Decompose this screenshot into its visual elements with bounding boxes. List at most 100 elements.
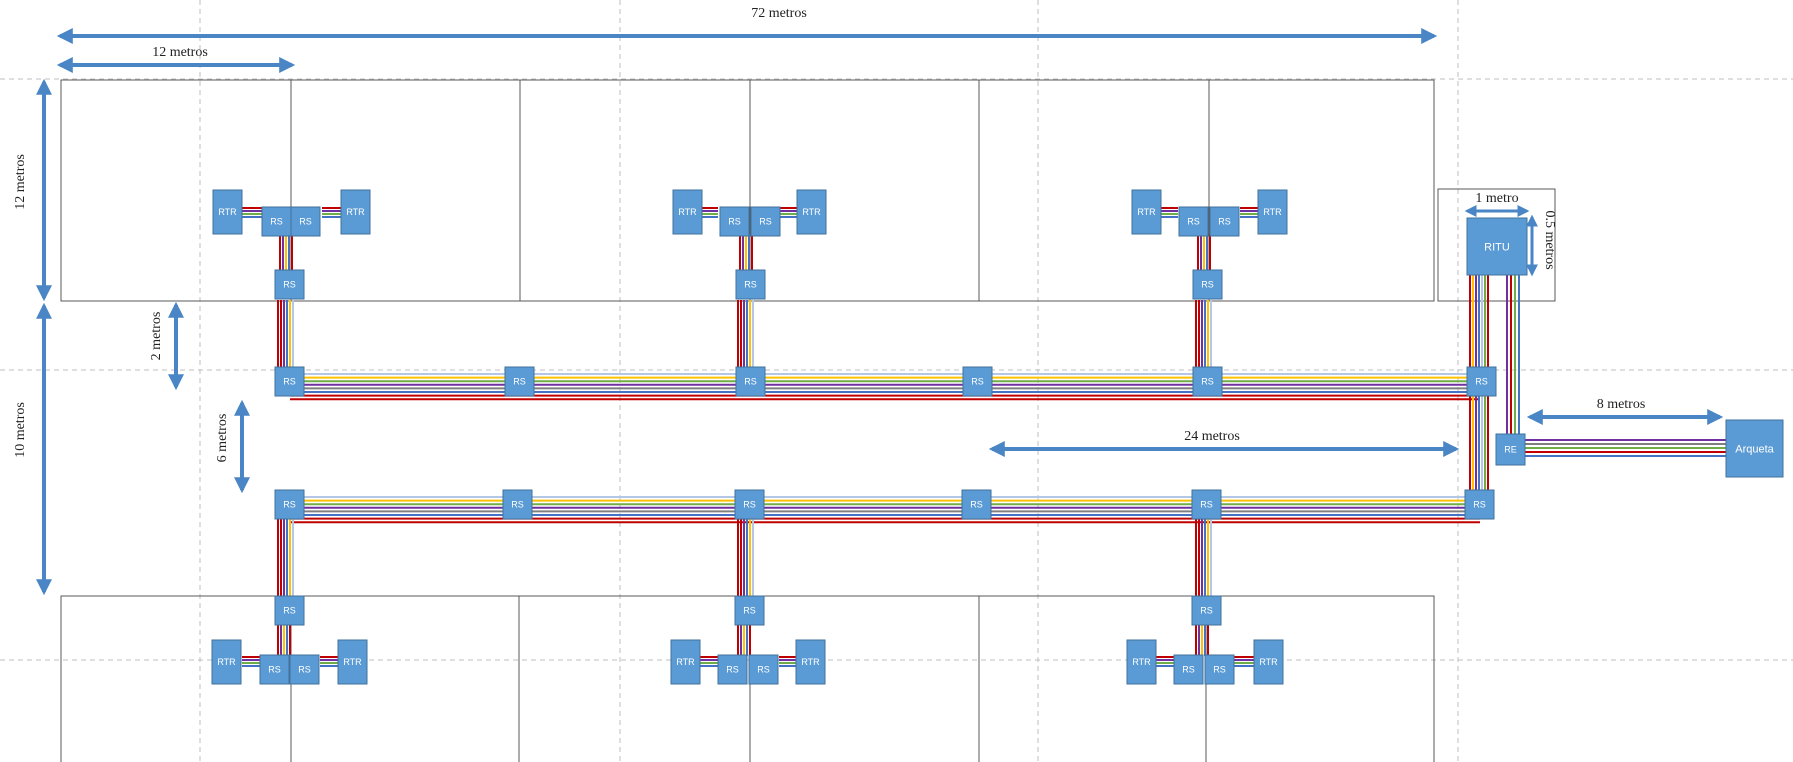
rs-box: RS xyxy=(1191,489,1222,520)
arqueta-box: Arqueta xyxy=(1725,419,1784,478)
rtr-box: RTR xyxy=(670,639,701,685)
rs-box: RS xyxy=(1178,206,1209,237)
rs-box-label: RS xyxy=(283,500,296,510)
dim-corridor-depth-label: 10 metros xyxy=(13,402,28,458)
rtr-box-label: RTR xyxy=(801,657,820,667)
rtr-box-label: RTR xyxy=(217,657,236,667)
dim-room-depth-label: 12 metros xyxy=(13,154,28,210)
rs-box: RS xyxy=(1209,206,1240,237)
dim-bus-separation-label: 6 metros xyxy=(215,414,230,463)
rs-box: RS xyxy=(274,595,305,626)
dim-total-width-label: 72 metros xyxy=(751,6,807,21)
rtr-box-label: RTR xyxy=(1259,657,1278,667)
rtr-box-label: RTR xyxy=(676,657,695,667)
rs-box: RS xyxy=(1464,489,1495,520)
rs-box: RS xyxy=(1192,366,1223,397)
dim-total-width: 72 metros xyxy=(56,6,1438,44)
rs-box-label: RS xyxy=(1200,606,1213,616)
rs-box-label: RS xyxy=(743,606,756,616)
rs-box-label: RS xyxy=(744,377,757,387)
rs-box-label: RS xyxy=(283,280,296,290)
ritu-box: RITU xyxy=(1466,217,1528,276)
cable-bundles xyxy=(242,207,1726,667)
rtr-box: RTR xyxy=(1257,189,1288,235)
rs-box: RS xyxy=(734,489,765,520)
rs-box-label: RS xyxy=(1200,500,1213,510)
equipment-boxes: RTR RTR RTR RTR RTR RTR RS RS RS RS RS RS RS RS RS RS RS… xyxy=(211,189,1784,685)
dim-bus-separation: 6 metros xyxy=(215,399,250,494)
rtr-box-label: RTR xyxy=(1137,207,1156,217)
dim-room-depth: 12 metros xyxy=(13,78,52,302)
dim-ritu-width-label: 1 metro xyxy=(1475,191,1518,206)
rs-box: RS xyxy=(261,206,292,237)
rs-box-label: RS xyxy=(270,217,283,227)
rs-box-label: RS xyxy=(759,217,772,227)
rs-box-label: RS xyxy=(299,217,312,227)
upper-floor-outline xyxy=(60,79,1435,302)
rs-box-label: RS xyxy=(1201,280,1214,290)
dim-re-to-arqueta: 8 metros xyxy=(1526,397,1724,425)
rs-box: RS xyxy=(1204,654,1235,685)
dim-ritu-depth-label: 0.5 metros xyxy=(1542,210,1557,269)
re-box-label: RE xyxy=(1504,445,1517,455)
dim-corridor-offset: 2 metros xyxy=(149,301,184,391)
dim-bus-span-label: 24 metros xyxy=(1184,429,1240,444)
rs-box: RS xyxy=(735,269,766,300)
rs-box-label: RS xyxy=(298,665,311,675)
re-box: RE xyxy=(1495,433,1526,466)
ritu-room-outline xyxy=(1437,188,1556,302)
rs-box-label: RS xyxy=(1475,377,1488,387)
rs-box: RS xyxy=(289,654,320,685)
rs-box: RS xyxy=(290,206,321,237)
rs-box: RS xyxy=(719,206,750,237)
rs-box: RS xyxy=(750,206,781,237)
rs-box: RS xyxy=(1173,654,1204,685)
rtr-box-label: RTR xyxy=(1132,657,1151,667)
rs-box-label: RS xyxy=(1213,665,1226,675)
rs-box-label: RS xyxy=(757,665,770,675)
dimension-annotations: 72 metros 12 metros 12 metros 10 metros … xyxy=(13,6,1724,596)
rtr-box: RTR xyxy=(672,189,703,235)
rs-box-label: RS xyxy=(1218,217,1231,227)
rtr-box: RTR xyxy=(1131,189,1162,235)
rs-box: RS xyxy=(734,595,765,626)
rtr-box: RTR xyxy=(337,639,368,685)
rs-box: RS xyxy=(748,654,779,685)
rs-box-label: RS xyxy=(511,500,524,510)
dim-corridor-offset-label: 2 metros xyxy=(149,312,164,361)
rs-box-label: RS xyxy=(971,377,984,387)
rs-box: RS xyxy=(961,489,992,520)
dim-bus-span: 24 metros xyxy=(988,429,1460,457)
dim-room-width: 12 metros xyxy=(56,45,296,73)
rs-box: RS xyxy=(962,366,993,397)
rs-box: RS xyxy=(1466,366,1497,397)
rs-box: RS xyxy=(1191,595,1222,626)
rtr-box-label: RTR xyxy=(343,657,362,667)
rs-box-label: RS xyxy=(283,606,296,616)
rs-box: RS xyxy=(735,366,766,397)
rtr-box: RTR xyxy=(212,189,243,235)
rs-box: RS xyxy=(274,366,305,397)
rs-box-label: RS xyxy=(1473,500,1486,510)
rtr-box: RTR xyxy=(1126,639,1157,685)
rtr-box: RTR xyxy=(796,189,827,235)
rs-box-label: RS xyxy=(728,217,741,227)
rtr-box: RTR xyxy=(211,639,242,685)
rs-box-label: RS xyxy=(970,500,983,510)
dim-ritu-depth: 0.5 metros xyxy=(1526,210,1557,277)
rs-box-label: RS xyxy=(1187,217,1200,227)
dim-room-width-label: 12 metros xyxy=(152,45,208,60)
rs-box-label: RS xyxy=(743,500,756,510)
dim-re-to-arqueta-label: 8 metros xyxy=(1597,397,1646,412)
rs-box: RS xyxy=(504,366,535,397)
rs-box-label: RS xyxy=(726,665,739,675)
rs-box-label: RS xyxy=(283,377,296,387)
rs-box-label: RS xyxy=(744,280,757,290)
rtr-box-label: RTR xyxy=(1263,207,1282,217)
rtr-box-label: RTR xyxy=(802,207,821,217)
rs-box: RS xyxy=(274,489,305,520)
rs-box: RS xyxy=(274,269,305,300)
rtr-box-label: RTR xyxy=(218,207,237,217)
rs-box-label: RS xyxy=(1182,665,1195,675)
